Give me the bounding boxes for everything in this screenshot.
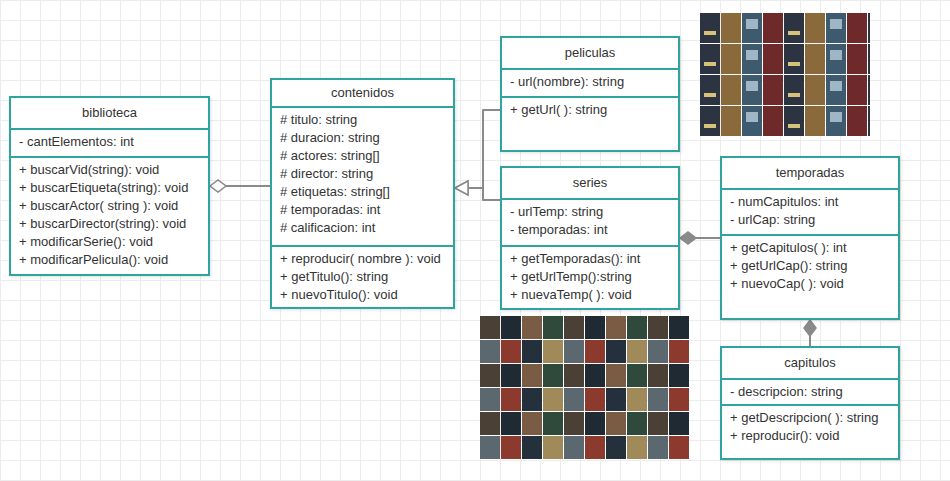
method: + getCapitulos( ): int [730,239,847,257]
class-box: series - urlTemp: string- temporadas: int… [500,166,680,310]
class-name: series [573,174,608,192]
method: + getUrl( ): string [510,101,607,119]
method-section: + buscarVid(string): void+ buscarEtiquet… [11,156,208,274]
method-section: + getDescripcion( ): string+ reproducir(… [722,404,898,458]
class-box: capitulos - descripcion: string + getDescr… [720,346,900,460]
attribute-section: - numCapitulos: int- urlCap: string [722,188,898,234]
connector [804,320,816,346]
composition-diamond [804,320,816,336]
connector-line [696,237,720,239]
inheritance-arrowhead [455,181,468,195]
class-name: biblioteca [82,104,137,122]
attribute: # titulo: string [280,111,357,129]
attribute: - url(nombre): string [510,73,624,91]
method: + getUrlTemp():string [510,268,632,286]
method: + buscarVid(string): void [19,161,159,179]
connector [455,110,500,195]
class-name: capitulos [784,354,835,372]
method-section: + getTemporadas(): int+ getUrlTemp():str… [502,245,678,308]
name-compartment: series [502,168,678,198]
attribute: - cantElementos: int [19,133,134,151]
attribute: # duracion: string [280,129,380,147]
series-posters [480,316,690,459]
method: + reproducir(): void [730,427,839,445]
method: + nuevoTitulo(): void [280,286,398,304]
method: + buscarEtiqueta(string): void [19,179,188,197]
aggregation-diamond [210,180,226,192]
method: + buscarDirector(string): void [19,215,186,233]
attribute: # director: string [280,165,373,183]
connector-line [468,188,500,200]
movie-posters [700,13,870,136]
method: + getTemporadas(): int [510,250,640,268]
class-name: contenidos [331,84,394,102]
method: + modificarPelicula(): void [19,251,168,269]
method: + getUrlCap(): string [730,257,847,275]
connector [210,180,270,192]
class-box: biblioteca - cantElementos: int + buscarVi… [9,96,210,276]
method: + reproducir( nombre ): void [280,250,441,268]
attribute: - urlCap: string [730,211,815,229]
attribute: # actores: string[] [280,147,380,165]
attribute-section: - urlTemp: string- temporadas: int [502,198,678,245]
method-section: + getCapitulos( ): int+ getUrlCap(): str… [722,234,898,318]
connector-line [226,185,270,187]
attribute: # temporadas: int [280,201,380,219]
attribute-section: - url(nombre): string [502,68,678,96]
class-box: peliculas - url(nombre): string + getUrl( … [500,36,680,152]
method-section: + reproducir( nombre ): void+ getTitulo(… [272,245,453,307]
method: + getTitulo(): string [280,268,388,286]
connector-line [468,110,500,188]
attribute: - temporadas: int [510,221,608,239]
inheritance-arrowhead [455,181,468,195]
method: + modificarSerie(): void [19,233,153,251]
name-compartment: biblioteca [11,98,208,128]
name-compartment: temporadas [722,158,898,188]
class-name: peliculas [565,44,616,62]
name-compartment: contenidos [272,80,453,106]
attribute: - urlTemp: string [510,203,603,221]
method: + getDescripcion( ): string [730,409,878,427]
attribute-section: # titulo: string# duracion: string# acto… [272,106,453,245]
name-compartment: capitulos [722,348,898,378]
class-box: contenidos # titulo: string# duracion: st… [270,78,455,309]
class-name: temporadas [776,164,845,182]
method: + nuevoCap( ): void [730,275,844,293]
class-box: temporadas - numCapitulos: int- urlCap: s… [720,156,900,320]
attribute: - numCapitulos: int [730,193,838,211]
connector [455,181,500,200]
attribute-section: - cantElementos: int [11,128,208,156]
name-compartment: peliculas [502,38,678,68]
connector [680,232,720,244]
composition-diamond [680,232,696,244]
connector-line [809,336,811,346]
method: + buscarActor( string ): void [19,197,178,215]
attribute: - descripcion: string [730,383,843,401]
attribute: # etiquetas: string[] [280,183,390,201]
method: + nuevaTemp( ): void [510,286,632,304]
attribute-section: - descripcion: string [722,378,898,404]
method-section: + getUrl( ): string [502,96,678,150]
attribute: # calificacion: int [280,219,375,237]
